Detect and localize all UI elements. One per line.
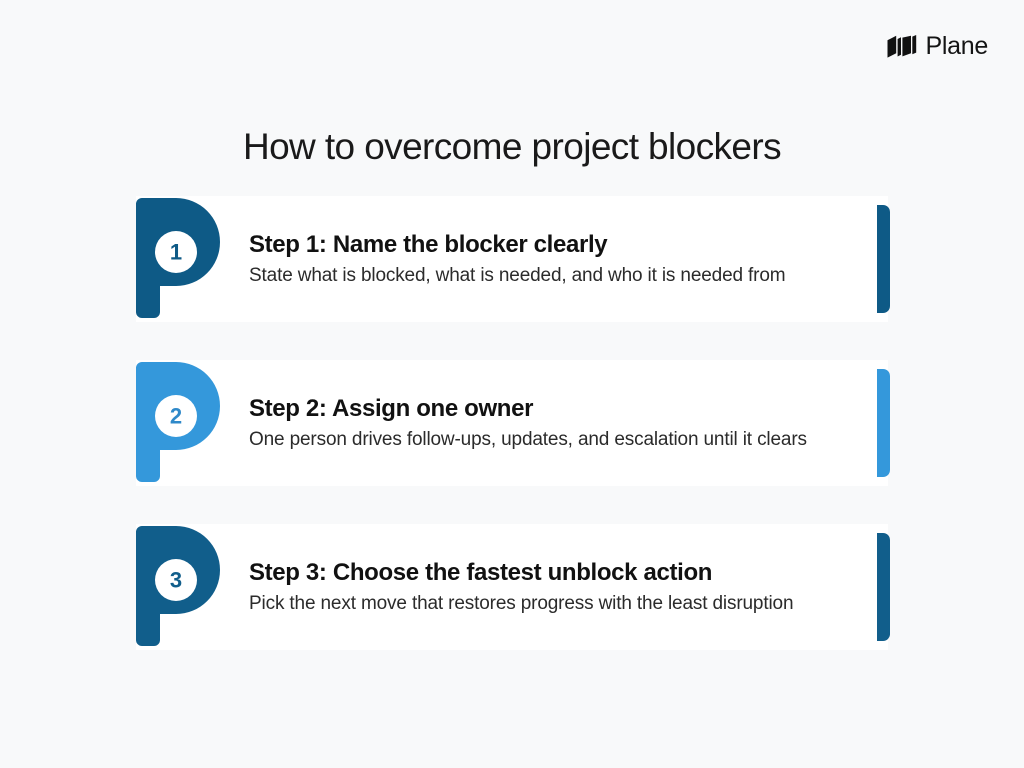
badge-circle <box>155 559 197 601</box>
page-title: How to overcome project blockers <box>242 125 782 167</box>
step-heading: Step 1: Name the blocker clearly <box>249 230 608 258</box>
steps-list: 1 Step 1: Name the blocker clearly State… <box>136 196 890 650</box>
step-description: Pick the next move that restores progres… <box>249 592 794 614</box>
step-number: 1 <box>170 240 182 265</box>
badge-circle <box>155 395 197 437</box>
step-heading: Step 2: Assign one owner <box>249 394 534 422</box>
step-accent-bar <box>877 533 890 641</box>
step-content: Step 2: Assign one owner One person driv… <box>249 394 888 453</box>
step-card: 3 Step 3: Choose the fastest unblock act… <box>136 524 890 650</box>
step-accent-bar <box>877 369 890 477</box>
step-accent-bar <box>877 205 890 313</box>
step-description: One person drives follow-ups, updates, a… <box>249 428 807 450</box>
badge-circle <box>155 231 197 273</box>
step-badge-p-shape-icon: 3 <box>136 526 224 646</box>
step-badge-p-shape-icon: 1 <box>136 198 224 318</box>
step-badge-p-shape-icon: 2 <box>136 362 224 482</box>
step-content: Step 3: Choose the fastest unblock actio… <box>249 558 888 617</box>
brand-wordmark: Plane <box>925 32 989 60</box>
step-description: State what is blocked, what is needed, a… <box>249 264 786 286</box>
step-number: 2 <box>170 404 182 429</box>
step-heading: Step 3: Choose the fastest unblock actio… <box>249 558 713 586</box>
step-content: Step 1: Name the blocker clearly State w… <box>249 230 888 289</box>
step-card: 2 Step 2: Assign one owner One person dr… <box>136 360 890 486</box>
step-card: 1 Step 1: Name the blocker clearly State… <box>136 196 890 322</box>
step-number: 3 <box>170 568 182 593</box>
brand-logo: Plane <box>887 34 988 59</box>
plane-logo-icon <box>887 34 917 59</box>
